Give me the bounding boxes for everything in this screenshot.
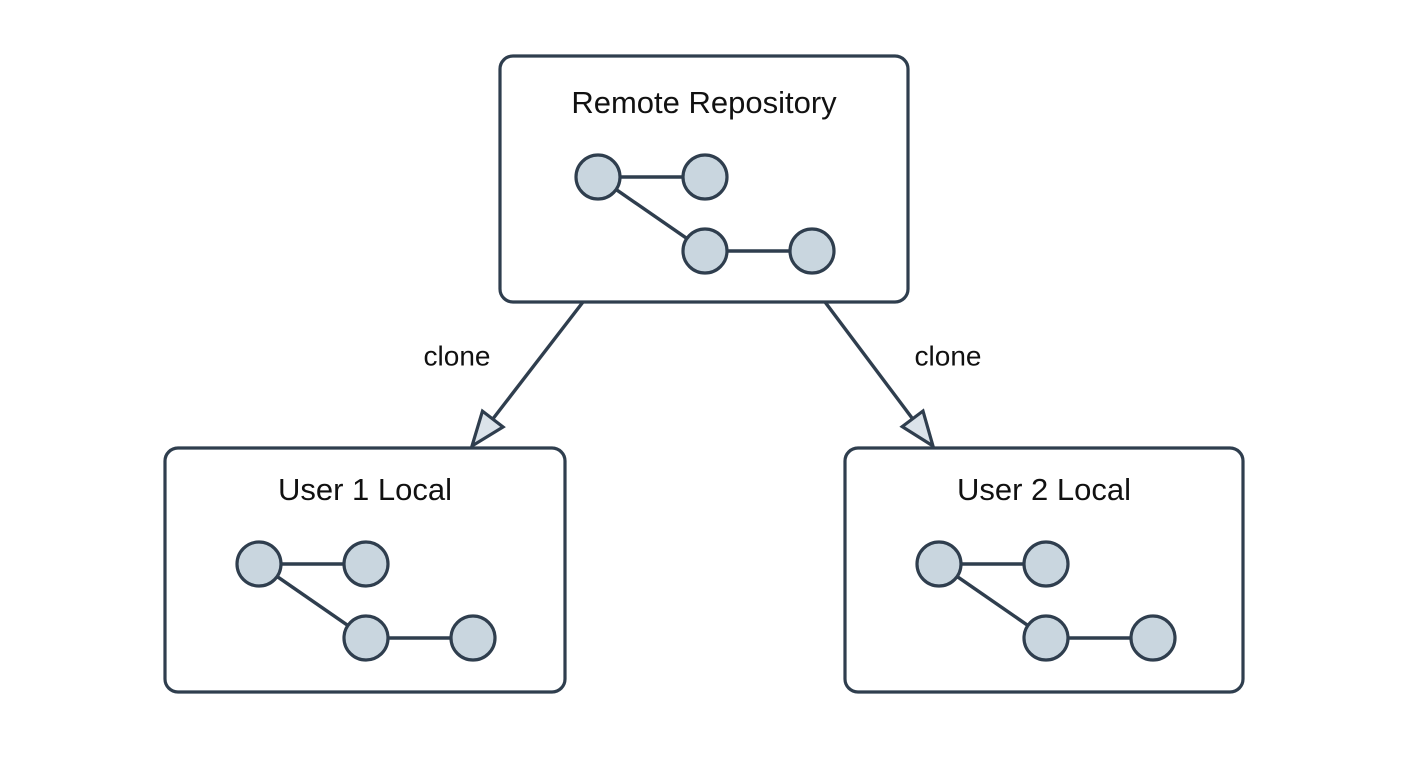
commit-nodes <box>235 540 497 662</box>
clone-label: clone <box>915 340 982 371</box>
commit-node[interactable] <box>574 153 622 201</box>
commit-node[interactable] <box>1022 540 1070 588</box>
clone-label: clone <box>424 340 491 371</box>
repo-box-remote-repository[interactable]: Remote Repository <box>498 54 910 304</box>
commit-node[interactable] <box>1022 614 1070 662</box>
commit-edge <box>614 187 689 241</box>
commit-node[interactable] <box>342 614 390 662</box>
commit-edge <box>275 574 350 628</box>
arrow-shaft <box>488 300 585 424</box>
box-title: User 1 Local <box>278 472 452 507</box>
repo-box-user-1-local[interactable]: User 1 Local <box>163 446 567 694</box>
commit-node[interactable] <box>342 540 390 588</box>
commit-node[interactable] <box>1129 614 1177 662</box>
commit-node[interactable] <box>788 227 836 275</box>
clone-arrows-group: clone clone <box>424 300 982 450</box>
commit-node[interactable] <box>915 540 963 588</box>
commit-edges <box>275 562 452 640</box>
arrow-head-icon <box>469 408 506 450</box>
clone-arrow-clone-user-1: clone <box>424 300 585 450</box>
box-title: Remote Repository <box>571 85 837 120</box>
arrow-head-icon <box>899 408 936 450</box>
commit-nodes <box>574 153 836 275</box>
commit-edges <box>614 175 791 253</box>
clone-arrow-clone-user-2: clone <box>823 300 982 450</box>
commit-node[interactable] <box>235 540 283 588</box>
box-title: User 2 Local <box>957 472 1131 507</box>
arrow-shaft <box>823 300 917 424</box>
commit-node[interactable] <box>681 153 729 201</box>
commit-node[interactable] <box>681 227 729 275</box>
repo-box-user-2-local[interactable]: User 2 Local <box>843 446 1245 694</box>
commit-nodes <box>915 540 1177 662</box>
commit-node[interactable] <box>449 614 497 662</box>
commit-edges <box>955 562 1132 640</box>
commit-edge <box>955 574 1030 628</box>
